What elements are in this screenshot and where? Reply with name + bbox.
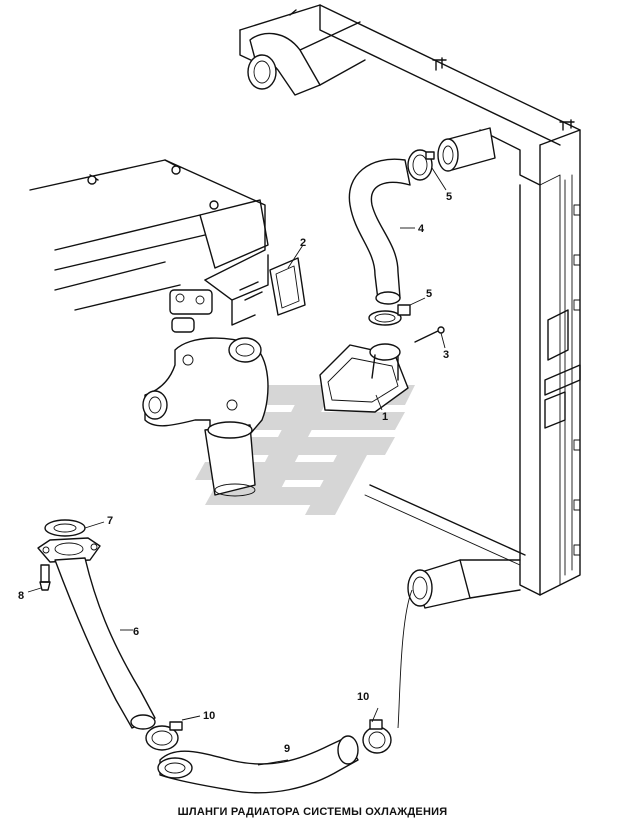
callout-3: 3 [443,349,449,361]
bolt [39,564,51,591]
radiator [239,4,581,596]
callout-5-lower: 5 [426,288,432,300]
callout-2: 2 [300,237,306,249]
callout-10-right: 10 [357,691,369,703]
callout-5-upper: 5 [446,191,452,203]
lower-pipe [54,557,156,730]
leader-lines [27,167,447,766]
callout-8: 8 [18,590,24,602]
water-pump-elbow [142,337,269,497]
gasket-lower [44,519,86,537]
callout-6: 6 [133,626,139,638]
diagram-caption: ШЛАНГИ РАДИАТОРА СИСТЕМЫ ОХЛАЖДЕНИЯ [177,806,448,818]
radiator-lower-outlet [407,559,521,609]
callout-9: 9 [284,743,290,755]
callout-1: 1 [382,411,388,423]
callout-7: 7 [107,515,113,527]
engine-block [29,159,269,333]
callout-4: 4 [418,223,425,235]
gasket-upper [269,257,306,316]
callouts: 1 2 3 4 5 5 6 7 8 9 10 10 [18,191,452,755]
clamp-upper [407,149,435,181]
hose-lower [157,735,359,794]
clamp-lower-left [145,721,183,751]
thermostat-housing [319,326,445,413]
clamp-lower [368,304,411,326]
callout-10-left: 10 [203,710,215,722]
upper-inlet-pipe [247,21,366,96]
clamp-lower-right [362,719,392,754]
upper-outlet-stub [437,127,496,172]
hose-upper [348,158,411,305]
pipe-flange [37,537,101,563]
